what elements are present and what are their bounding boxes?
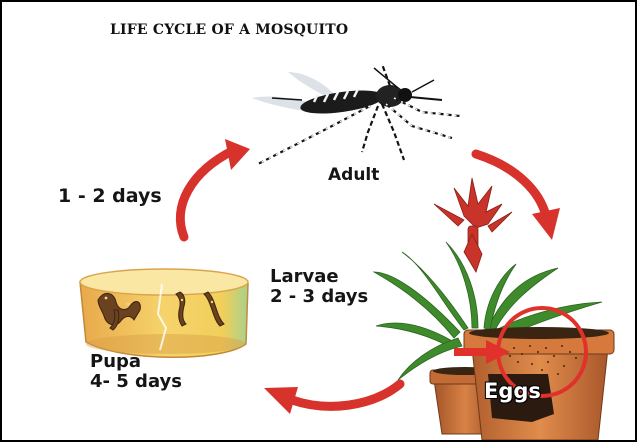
- cycle-arrow-icon: [180, 139, 250, 237]
- diagram-title: LIFE CYCLE OF A MOSQUITO: [110, 22, 348, 38]
- larvae-dish-icon: [80, 269, 248, 357]
- pupa-duration: 4- 5 days: [90, 372, 182, 392]
- larvae-stage-name: Larvae: [270, 267, 368, 287]
- pupa-stage-name: Pupa: [90, 352, 182, 372]
- adult-label: Adult: [328, 166, 379, 185]
- pupa-label: Pupa 4- 5 days: [90, 352, 182, 392]
- eggs-label: Eggs: [484, 379, 541, 403]
- larvae-label: Larvae 2 - 3 days: [270, 267, 368, 307]
- larvae-duration: 2 - 3 days: [270, 287, 368, 307]
- cycle-arrow-icon: [264, 384, 400, 414]
- adult-duration-label: 1 - 2 days: [58, 186, 162, 207]
- mosquito-icon: [252, 64, 460, 164]
